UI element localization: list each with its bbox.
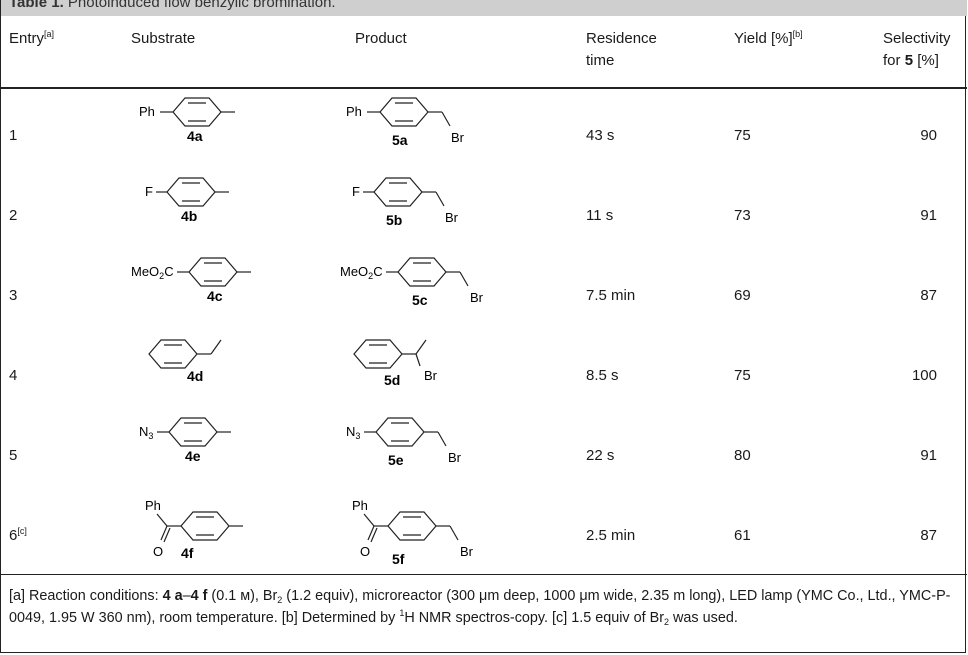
- yield-value: 73: [734, 207, 751, 224]
- svg-text:Ph: Ph: [145, 498, 161, 513]
- yield-value: 61: [734, 527, 751, 544]
- svg-text:Br: Br: [448, 450, 462, 465]
- selectivity-value: 91: [920, 447, 937, 464]
- yield-value: 75: [734, 127, 751, 144]
- yield-value: 75: [734, 367, 751, 384]
- svg-text:MeO2C: MeO2C: [340, 264, 383, 281]
- residence-time: 8.5 s: [586, 367, 619, 384]
- svg-text:N3: N3: [139, 424, 153, 441]
- svg-text:4b: 4b: [181, 208, 197, 224]
- table-row: 2 F 4b F Br 5b: [1, 176, 967, 256]
- entry-number: 6[c]: [9, 526, 27, 545]
- svg-text:Ph: Ph: [352, 498, 368, 513]
- entry-number: 5: [9, 447, 18, 464]
- svg-text:F: F: [352, 184, 360, 199]
- substrate-structure: N3 4e: [131, 416, 291, 491]
- header-substrate: Substrate: [131, 30, 196, 47]
- svg-text:5c: 5c: [412, 292, 428, 308]
- svg-text:4c: 4c: [207, 288, 223, 304]
- svg-text:4d: 4d: [187, 368, 203, 384]
- substrate-structure: Ph 4a: [131, 96, 291, 171]
- table-footnote: [a] Reaction conditions: 4 a–4 f (0.1 м)…: [1, 574, 967, 654]
- svg-text:Br: Br: [451, 130, 465, 145]
- substrate-structure: Ph O 4f: [131, 496, 301, 579]
- entry-number: 2: [9, 207, 18, 224]
- residence-time: 22 s: [586, 447, 615, 464]
- product-structure: N3 Br 5e: [340, 416, 540, 491]
- svg-text:4a: 4a: [187, 128, 203, 144]
- table-row: 1 Ph 4a Ph Br 5a: [1, 96, 967, 176]
- table-row: 6[c] Ph O 4f Ph O: [1, 496, 967, 576]
- svg-text:O: O: [360, 544, 370, 559]
- svg-text:5e: 5e: [388, 452, 404, 468]
- selectivity-value: 90: [920, 127, 937, 144]
- svg-text:5a: 5a: [392, 132, 408, 148]
- entry-number: 1: [9, 127, 18, 144]
- svg-text:N3: N3: [346, 424, 360, 441]
- entry-number: 4: [9, 367, 18, 384]
- svg-text:5d: 5d: [384, 372, 400, 388]
- yield-value: 69: [734, 287, 751, 304]
- table-caption: Table 1. Photoinduced flow benzylic brom…: [1, 0, 967, 16]
- caption-label: Table 1.: [9, 0, 64, 11]
- svg-text:MeO2C: MeO2C: [131, 264, 174, 281]
- svg-text:O: O: [153, 544, 163, 559]
- product-structure: Ph O Br 5f: [340, 496, 540, 579]
- header-product: Product: [355, 30, 407, 47]
- residence-time: 7.5 min: [586, 287, 636, 304]
- product-structure: F Br 5b: [340, 176, 540, 251]
- substrate-structure: 4d: [131, 336, 291, 411]
- selectivity-value: 87: [920, 527, 937, 544]
- table-row: 3 MeO2C 4c MeO2C Br 5c: [1, 256, 967, 336]
- svg-text:Br: Br: [424, 368, 438, 383]
- entry-number: 3: [9, 287, 18, 304]
- header-entry: Entry[a]: [9, 29, 55, 48]
- svg-text:5b: 5b: [386, 212, 402, 228]
- svg-text:4f: 4f: [181, 545, 194, 561]
- caption-title: Photoinduced flow benzylic bromination.: [67, 0, 336, 11]
- yield-value: 80: [734, 447, 751, 464]
- product-structure: Ph Br 5a: [340, 96, 540, 171]
- substrate-structure: MeO2C 4c: [131, 256, 311, 331]
- header-yield: Yield [%][b]: [734, 29, 803, 48]
- svg-text:Ph: Ph: [346, 104, 362, 119]
- svg-text:F: F: [145, 184, 153, 199]
- table-row: 5 N3 4e N3 Br 5e: [1, 416, 967, 496]
- product-structure: Br 5d: [340, 336, 540, 411]
- svg-text:Br: Br: [470, 290, 484, 305]
- product-structure: MeO2C Br 5c: [340, 256, 540, 331]
- svg-text:Br: Br: [460, 544, 474, 559]
- selectivity-value: 100: [911, 367, 937, 384]
- table-row: 4 4d Br 5d 8.5 s 75: [1, 336, 967, 416]
- residence-time: 43 s: [586, 127, 615, 144]
- selectivity-value: 87: [920, 287, 937, 304]
- substrate-structure: F 4b: [131, 176, 291, 251]
- residence-time: 11 s: [586, 207, 614, 224]
- residence-time: 2.5 min: [586, 527, 636, 544]
- svg-text:4e: 4e: [185, 448, 201, 464]
- svg-text:Br: Br: [445, 210, 459, 225]
- svg-text:5f: 5f: [392, 551, 405, 567]
- svg-text:Ph: Ph: [139, 104, 155, 119]
- selectivity-value: 91: [920, 207, 937, 224]
